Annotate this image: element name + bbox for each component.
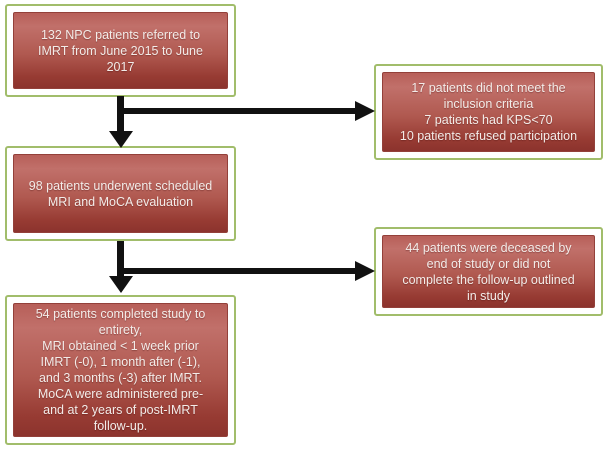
box-completed-frame: 54 patients completed study to entirety,… [5, 295, 236, 445]
box-excluded: 17 patients did not meet the inclusion c… [382, 72, 595, 152]
box-dropped-text: 44 patients were deceased by end of stud… [402, 240, 575, 303]
box-completed-text: 54 patients completed study to entirety,… [35, 307, 206, 433]
box-referred-text: 132 NPC patients referred to IMRT from J… [38, 27, 203, 74]
arrow-right-1-head-icon [355, 101, 375, 121]
box-excluded-text: 17 patients did not meet the inclusion c… [399, 81, 578, 143]
arrow-right-2-shaft [117, 268, 358, 274]
box-evaluated-frame: 98 patients underwent scheduled MRI and … [5, 146, 236, 241]
arrow-right-2-head-icon [355, 261, 375, 281]
box-referred-frame: 132 NPC patients referred to IMRT from J… [5, 4, 236, 97]
arrow-down-2-shaft [117, 241, 124, 279]
box-dropped-frame: 44 patients were deceased by end of stud… [374, 227, 603, 316]
box-dropped: 44 patients were deceased by end of stud… [382, 235, 595, 308]
box-evaluated-text: 98 patients underwent scheduled MRI and … [28, 178, 213, 209]
arrow-down-1-shaft [117, 96, 124, 134]
arrow-right-1-shaft [117, 108, 358, 114]
box-evaluated: 98 patients underwent scheduled MRI and … [13, 154, 228, 233]
arrow-down-2-head-icon [109, 276, 133, 293]
arrow-down-1-head-icon [109, 131, 133, 148]
box-referred: 132 NPC patients referred to IMRT from J… [13, 12, 228, 89]
box-completed: 54 patients completed study to entirety,… [13, 303, 228, 437]
box-excluded-frame: 17 patients did not meet the inclusion c… [374, 64, 603, 160]
